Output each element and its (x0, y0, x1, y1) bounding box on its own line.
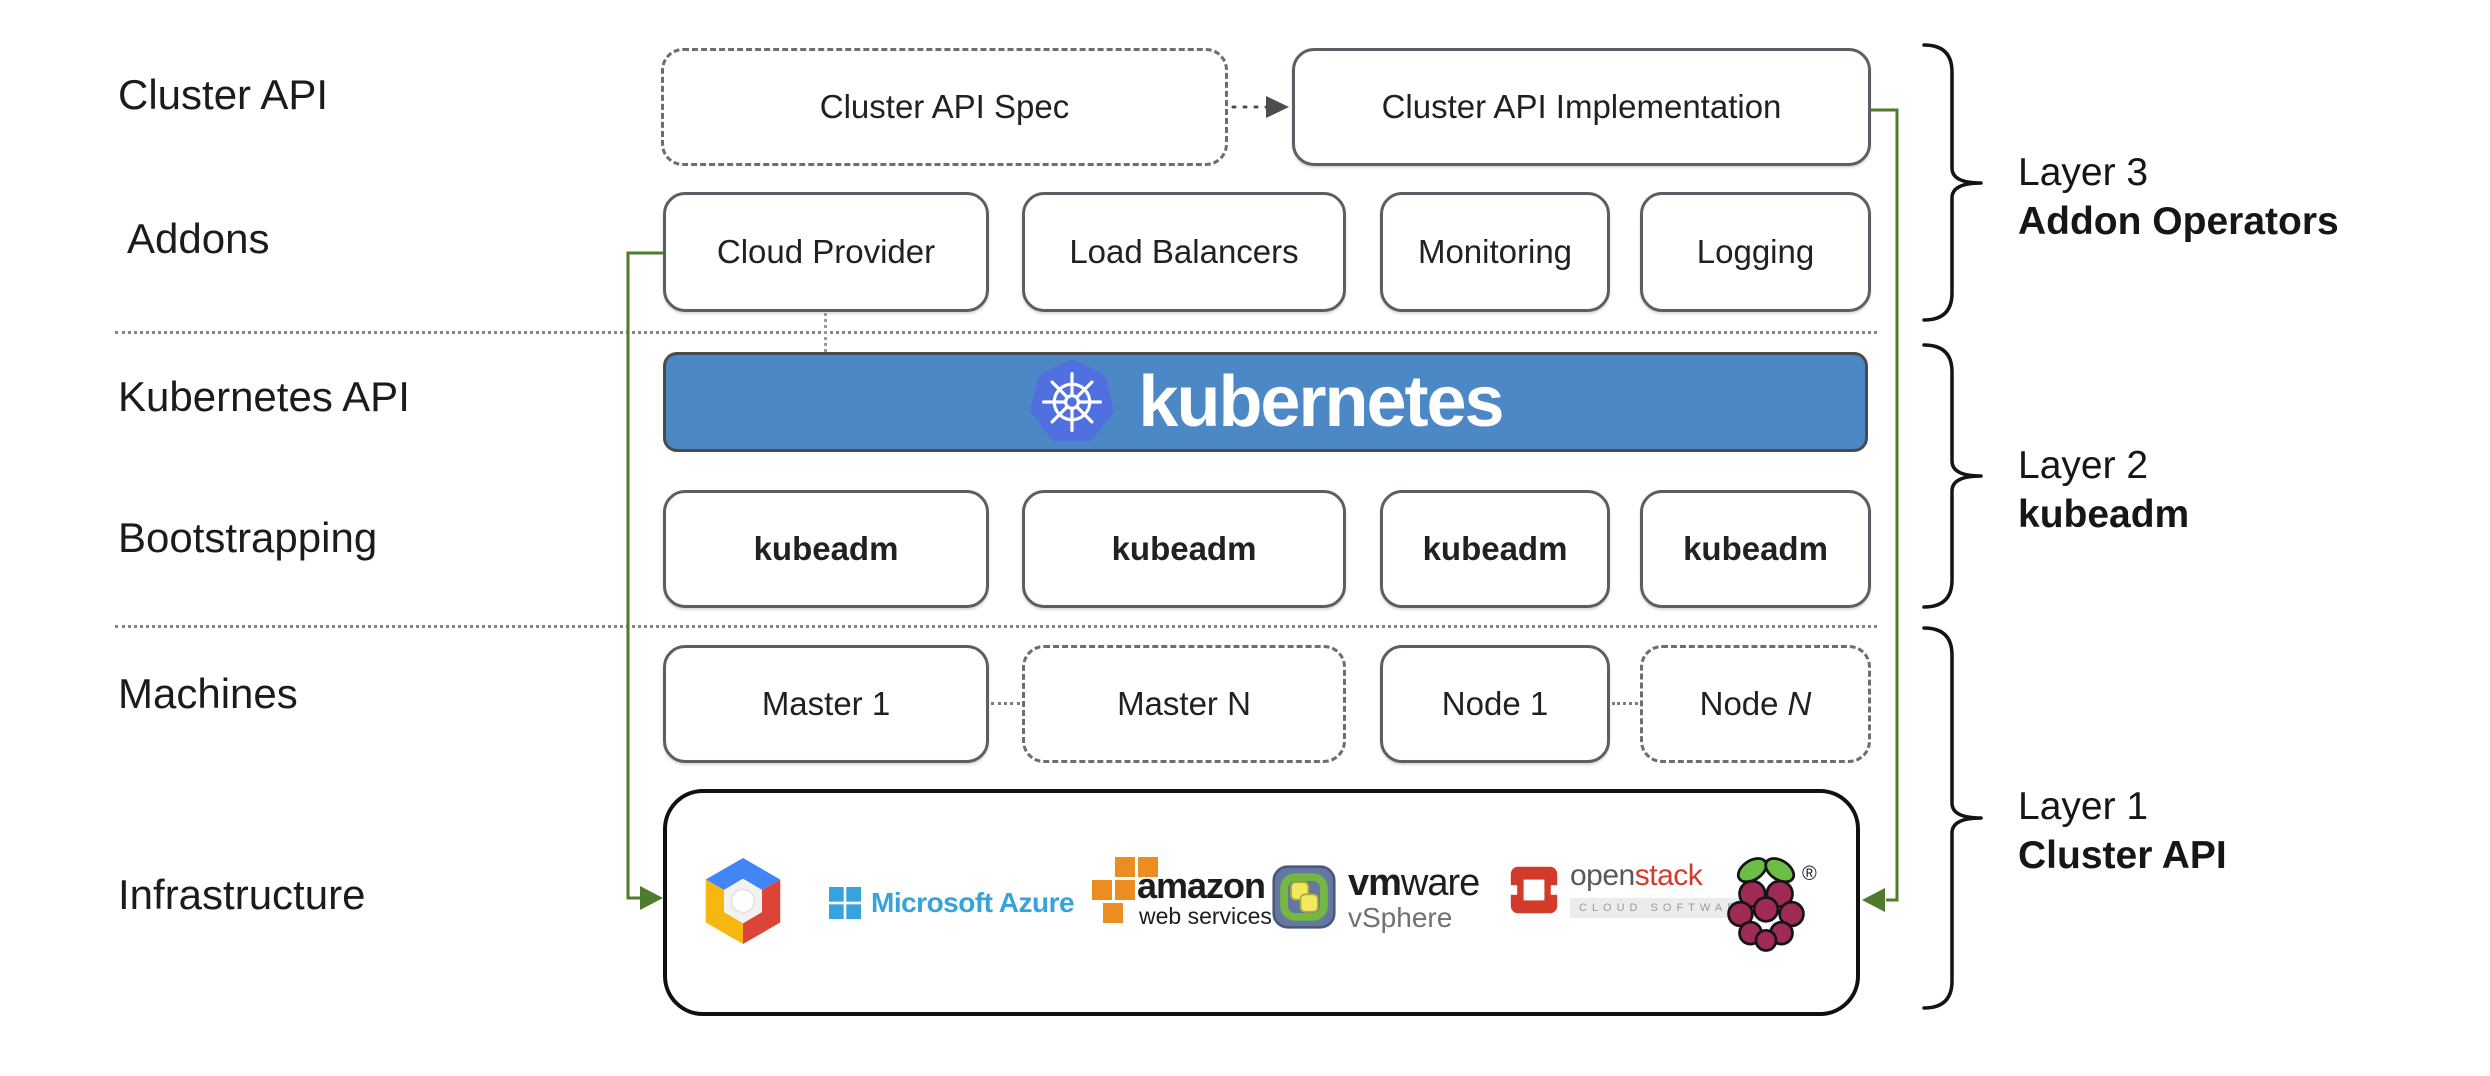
node-n-italic-suffix: N (1787, 685, 1812, 722)
infrastructure-box: Microsoft Azure amazon web services (663, 789, 1860, 1016)
addon-box-cloud-provider: Cloud Provider (663, 192, 989, 312)
row-label-infrastructure: Infrastructure (118, 871, 366, 918)
node-1-label: Node 1 (1441, 685, 1549, 722)
layer-2-title: Layer 2 (2018, 444, 2149, 487)
layer-1-bracket (1922, 626, 1983, 1010)
cluster-api-spec-label: Cluster API Spec (819, 88, 1070, 125)
aws-cubes-icon (1092, 857, 1158, 923)
master-dotted-connector (991, 702, 1020, 705)
layer-1-label: Layer 1 Cluster API (2018, 782, 2227, 880)
machine-box-master-1: Master 1 (663, 645, 989, 763)
kubernetes-helm-wheel (1042, 372, 1103, 432)
google-cloud-icon (705, 857, 781, 945)
green-arrowhead-left (640, 886, 663, 910)
cloud-provider-label: Cloud Provider (716, 233, 936, 270)
green-arrowhead-right (1862, 888, 1885, 912)
microsoft-flag-icon (829, 887, 861, 919)
azure-wordmark: Microsoft Azure (871, 887, 1075, 918)
addon-box-monitoring: Monitoring (1380, 192, 1610, 312)
row-label-kubernetes-api: Kubernetes API (118, 373, 410, 420)
cluster-api-implementation-box: Cluster API Implementation (1292, 48, 1871, 166)
layer-3-name: Addon Operators (2018, 200, 2339, 243)
kubernetes-wordmark: kubernetes (1138, 362, 1504, 442)
kubeadm-box-1: kubeadm (663, 490, 989, 608)
dotted-separator-bootstrapping-machines (115, 625, 1877, 628)
cluster-api-implementation-label: Cluster API Implementation (1381, 88, 1782, 125)
kubernetes-logo-icon (1030, 359, 1115, 442)
kubeadm-box-4: kubeadm (1640, 490, 1871, 608)
master-n-label: Master N (1117, 685, 1251, 722)
spec-to-implementation-arrowhead (1266, 96, 1289, 118)
vmware-icon (1272, 865, 1336, 929)
kubernetes-banner: kubernetes (663, 352, 1868, 452)
aws-logo: amazon web services (1089, 857, 1329, 947)
kubeadm-box-3: kubeadm (1380, 490, 1610, 608)
cluster-api-spec-box: Cluster API Spec (661, 48, 1228, 166)
layer-3-title: Layer 3 (2018, 151, 2149, 194)
dotted-separator-addons-kubernetes (115, 331, 1877, 334)
machine-box-node-n: Node N (1640, 645, 1871, 763)
cloud-provider-to-kubernetes-dotted-line (824, 313, 827, 352)
row-label-machines: Machines (118, 670, 298, 717)
registered-trademark-mark: ® (1802, 863, 1817, 885)
node-n-label: Node (1699, 685, 1779, 722)
layer-1-name: Cluster API (2018, 834, 2227, 877)
implementation-to-infrastructure-green-line (1871, 108, 1899, 902)
layer-3-label: Layer 3 Addon Operators (2018, 148, 2339, 246)
raspberry-pi-icon (1727, 857, 1805, 952)
node-dotted-connector (1612, 702, 1638, 705)
load-balancers-label: Load Balancers (1069, 233, 1299, 270)
vmware-text-block: vmware vSphere (1348, 862, 1480, 934)
row-label-bootstrapping: Bootstrapping (118, 514, 378, 561)
kubeadm-label-3: kubeadm (1422, 530, 1568, 567)
layer-3-bracket (1922, 43, 1983, 322)
layer-2-label: Layer 2 kubeadm (2018, 441, 2189, 539)
amazon-wordmark: amazon (1137, 865, 1266, 906)
openstack-text-block: openstack CLOUD SOFTWARE (1570, 859, 1762, 918)
vmware-vsphere-logo: vmware vSphere (1272, 862, 1480, 934)
kubeadm-label-1: kubeadm (753, 530, 899, 567)
kubeadm-box-2: kubeadm (1022, 490, 1346, 608)
openstack-cloud-software-text: CLOUD SOFTWARE (1570, 898, 1762, 918)
kubeadm-label-2: kubeadm (1111, 530, 1257, 567)
logging-label: Logging (1696, 233, 1815, 270)
layer-1-title: Layer 1 (2018, 785, 2149, 828)
vsphere-text: vSphere (1348, 902, 1453, 933)
cloud-provider-to-infrastructure-green-line (626, 251, 663, 900)
addon-box-load-balancers: Load Balancers (1022, 192, 1346, 312)
openstack-logo: openstack CLOUD SOFTWARE (1510, 859, 1762, 918)
machine-box-master-n: Master N (1022, 645, 1346, 763)
layer-2-name: kubeadm (2018, 493, 2190, 536)
openstack-wordmark: openstack (1570, 859, 1703, 892)
microsoft-azure-logo: Microsoft Azure (829, 887, 1075, 919)
kubeadm-label-4: kubeadm (1683, 530, 1828, 567)
machine-box-node-1: Node 1 (1380, 645, 1610, 763)
monitoring-label: Monitoring (1417, 233, 1573, 270)
addon-box-logging: Logging (1640, 192, 1871, 312)
master-1-label: Master 1 (761, 685, 891, 722)
aws-web-services-text: web services (1139, 903, 1272, 929)
raspberry-pi-logo: ® (1724, 843, 1824, 965)
openstack-icon (1510, 866, 1558, 914)
vmware-wordmark: vmware (1348, 862, 1480, 904)
layer-2-bracket (1922, 343, 1983, 609)
row-label-cluster-api: Cluster API (118, 71, 329, 118)
row-label-addons: Addons (127, 215, 270, 262)
google-cloud-logo (699, 853, 787, 949)
